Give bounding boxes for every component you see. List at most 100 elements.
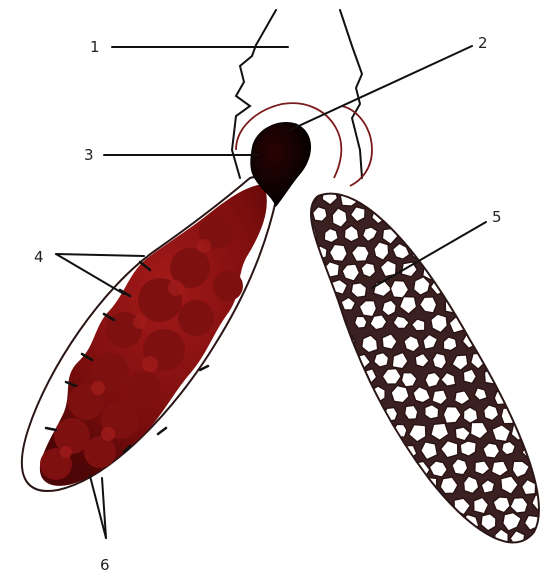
nodule-cell bbox=[472, 319, 487, 333]
nodule-cell bbox=[522, 301, 539, 315]
label-2: 2 bbox=[478, 34, 488, 52]
nodule-cell bbox=[542, 189, 552, 207]
nodule-cell bbox=[424, 515, 440, 530]
nodule-cell bbox=[289, 425, 307, 442]
nodule-cell bbox=[423, 226, 438, 239]
nodule-cell bbox=[429, 170, 448, 186]
nodule-cell bbox=[331, 532, 345, 546]
nodule-cell bbox=[301, 515, 315, 531]
nodule-cell bbox=[441, 514, 456, 529]
nodule-cell bbox=[530, 243, 547, 258]
nodule-cell bbox=[330, 169, 347, 189]
nodule-cell bbox=[444, 225, 462, 242]
nodule-cell bbox=[342, 477, 358, 494]
nodule-cell bbox=[411, 496, 430, 512]
nodule-cell bbox=[361, 550, 378, 566]
nodule-cell bbox=[534, 210, 548, 225]
nodule-cell bbox=[540, 371, 552, 389]
nodule-cell bbox=[435, 531, 449, 544]
leader-line-2 bbox=[290, 46, 472, 130]
nodule-cell bbox=[293, 207, 309, 223]
nodule-cell bbox=[314, 495, 329, 512]
nodule-cell bbox=[542, 550, 552, 565]
nodule-cell bbox=[511, 354, 527, 369]
nodule-cell bbox=[484, 336, 499, 352]
nodule-cell bbox=[391, 534, 406, 549]
nodule-cell bbox=[491, 172, 506, 185]
nodule-cell bbox=[532, 283, 546, 297]
nodule-cell bbox=[522, 549, 540, 569]
nodule-cell bbox=[309, 351, 326, 367]
nodule-cell bbox=[414, 534, 427, 547]
nodule-cell bbox=[329, 354, 346, 369]
nodule-cell bbox=[443, 337, 457, 351]
nodule-cell bbox=[401, 190, 419, 206]
nodule-cell bbox=[405, 513, 419, 529]
label-3: 3 bbox=[84, 146, 94, 164]
nodule-cell bbox=[364, 481, 377, 493]
nodule-cell bbox=[451, 530, 468, 548]
nodule-cell bbox=[335, 389, 348, 404]
nodule-cell bbox=[323, 336, 341, 353]
nodule-cell bbox=[542, 480, 552, 498]
nodule-cell bbox=[500, 259, 517, 275]
nodule-cell bbox=[501, 226, 518, 243]
nodule-cell bbox=[533, 457, 549, 474]
nodule-cell bbox=[512, 317, 525, 332]
nodule-cell bbox=[293, 351, 309, 367]
nodule-cell bbox=[523, 409, 538, 423]
nodule-cell bbox=[503, 296, 518, 311]
nodule-cell bbox=[294, 388, 309, 403]
nodule-cell bbox=[300, 371, 317, 385]
nodule-cell bbox=[511, 390, 527, 403]
nodule-cell bbox=[311, 389, 329, 404]
nodule-cell bbox=[303, 190, 317, 205]
nodule-cell bbox=[370, 492, 387, 510]
nodule-cell bbox=[502, 336, 515, 351]
nodule-cell bbox=[332, 499, 348, 515]
nodule-cell bbox=[340, 371, 357, 388]
nodule-cell bbox=[433, 207, 450, 222]
nodule-cell bbox=[382, 192, 398, 208]
nodule-cell bbox=[474, 173, 488, 187]
nodule-cell bbox=[335, 462, 348, 478]
nodule-cell bbox=[421, 549, 437, 564]
nodule-cell bbox=[302, 476, 320, 493]
nodule-cell bbox=[480, 189, 495, 207]
nodule-cell bbox=[524, 336, 538, 353]
nodule-cell bbox=[313, 459, 330, 475]
nodule-cell bbox=[462, 262, 477, 277]
nodule-cell bbox=[339, 551, 358, 568]
nodule-cell bbox=[290, 317, 307, 332]
label-1: 1 bbox=[90, 38, 100, 56]
nodule-cell bbox=[372, 461, 388, 478]
nodule-cell bbox=[523, 224, 539, 241]
nodule-cell bbox=[405, 405, 418, 419]
infected-tissue bbox=[40, 184, 267, 486]
nodule-cell bbox=[543, 260, 552, 278]
nodule-cell bbox=[313, 533, 329, 549]
nodule-cell bbox=[311, 174, 328, 189]
nodule-cell bbox=[353, 535, 368, 549]
nodule-cell bbox=[354, 464, 367, 476]
nodule-cell bbox=[471, 246, 486, 262]
nodule-cell bbox=[441, 550, 454, 563]
nodule-cell bbox=[320, 477, 337, 494]
nodule-cell bbox=[394, 463, 408, 477]
nodule-cell bbox=[313, 420, 331, 438]
nodule-cell bbox=[331, 426, 345, 441]
nodule-cell bbox=[523, 369, 538, 383]
nodule-cell bbox=[362, 406, 378, 421]
nodule-cell bbox=[412, 209, 430, 228]
nodule-cell bbox=[431, 496, 445, 509]
nodule-cell bbox=[541, 409, 552, 422]
nodule-cell bbox=[480, 549, 498, 568]
nodule-cell bbox=[382, 550, 397, 565]
nodule-cell bbox=[545, 443, 552, 456]
nodule-cell bbox=[480, 301, 496, 314]
nodule-cell bbox=[393, 171, 407, 186]
nodule-cell bbox=[379, 511, 398, 531]
nodule-cell bbox=[452, 282, 465, 295]
nodule-cell bbox=[363, 516, 378, 530]
